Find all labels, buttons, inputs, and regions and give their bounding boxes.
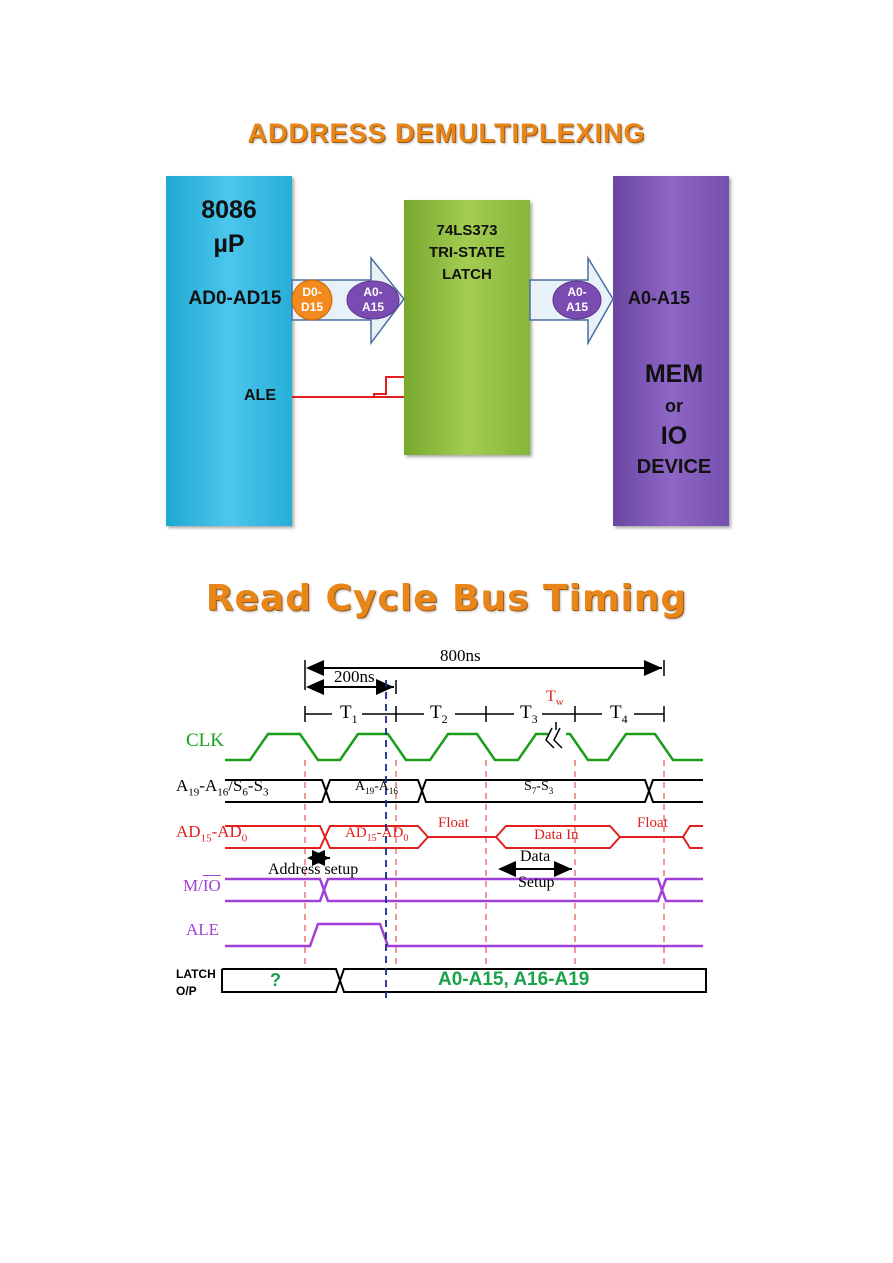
oval-addr-out-label: A0- A15 — [565, 285, 588, 314]
t-state-bar — [304, 706, 665, 722]
state-t3: T3 — [520, 702, 538, 726]
latch-unknown-value: ? — [270, 970, 281, 990]
cpu-name: 8086 — [201, 196, 257, 224]
clk-waveform — [225, 732, 703, 762]
cpu-subname: µP — [213, 230, 245, 258]
latch-line3: LATCH — [442, 266, 492, 283]
signal-latch-label: LATCH O/P — [176, 967, 216, 998]
wait-state-break — [545, 722, 563, 749]
title-address-demultiplexing: ADDRESS DEMULTIPLEXING — [247, 118, 646, 148]
memory-line3: IO — [660, 422, 688, 450]
memory-line2: or — [665, 396, 683, 416]
ad-bus-waveform — [225, 825, 703, 849]
latch-block — [404, 200, 530, 455]
title-read-cycle-bus-timing: Read Cycle Bus Timing — [205, 578, 688, 619]
oval-addr-in-label: A0- A15 — [361, 285, 384, 314]
cpu-block — [166, 176, 292, 526]
oval-addr-out — [552, 280, 602, 320]
latch-line2: TRI-STATE — [428, 244, 506, 261]
latch-line1: 74LS373 — [436, 222, 498, 239]
state-t2: T2 — [430, 702, 448, 726]
signal-mio-label: M/IO — [183, 876, 221, 895]
period-200ns-label: 200ns — [334, 667, 375, 686]
signal-a19-label: A19-A16/S6-S3 — [176, 776, 269, 799]
state-guides — [304, 760, 665, 965]
signal-ad-label: AD15-AD0 — [176, 822, 248, 845]
state-t1: T1 — [340, 702, 358, 726]
oval-data-label: D0- D15 — [300, 285, 323, 314]
state-tw: Tw — [546, 688, 564, 709]
ad-data-in-value: Data In — [534, 827, 579, 843]
ad-address-value: AD15-AD0 — [345, 825, 409, 844]
address-setup-label: Address setup — [268, 861, 359, 878]
latch-valid-value: A0-A15, A16-A19 — [438, 969, 590, 990]
signal-ale-label: ALE — [186, 920, 220, 939]
a19-bus-waveform — [225, 779, 703, 803]
a19-address-value: A19-A16 — [355, 779, 398, 796]
ale-waveform — [225, 922, 703, 948]
memory-line1: MEM — [644, 360, 704, 388]
memory-line4: DEVICE — [636, 456, 712, 478]
signal-clk-label: CLK — [186, 730, 224, 751]
state-t4: T4 — [610, 702, 628, 726]
a19-status-value: S7-S3 — [524, 779, 554, 796]
data-setup-label-2: Setup — [518, 874, 555, 891]
mio-waveform — [225, 877, 703, 903]
ad-float-1: Float — [438, 815, 469, 831]
ad-float-2: Float — [637, 815, 668, 831]
oval-addr-in — [346, 280, 400, 320]
latch-output-waveform — [221, 968, 707, 993]
cpu-ale-label: ALE — [244, 387, 276, 404]
memory-block — [613, 176, 729, 526]
data-setup-label-1: Data — [520, 848, 551, 865]
cpu-bus-label: AD0-AD15 — [188, 288, 282, 309]
oval-data — [291, 279, 333, 321]
memory-bus-label: A0-A15 — [627, 288, 691, 308]
period-800ns-label: 800ns — [440, 646, 481, 665]
